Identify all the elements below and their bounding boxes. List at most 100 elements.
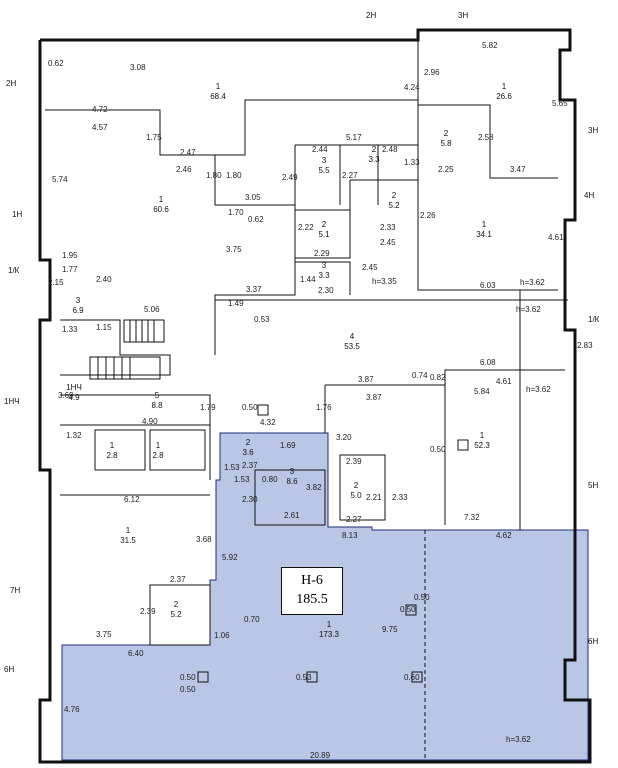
- dim-label: 4.90: [142, 417, 158, 426]
- axis-label: 5Н: [588, 481, 598, 490]
- room-number: 5: [155, 391, 160, 400]
- room-number: 1: [110, 441, 115, 450]
- dim-label: 4.72: [92, 105, 108, 114]
- room-area: 3.3: [318, 271, 330, 280]
- dim-label: 0.53: [296, 673, 312, 682]
- dim-label: 4.62: [496, 531, 512, 540]
- room-number: 2: [246, 438, 251, 447]
- dim-label: 0.50: [414, 593, 430, 602]
- room-number: 1: [480, 431, 485, 440]
- dim-label: 2.22: [298, 223, 314, 232]
- dim-label: 1.70: [228, 208, 244, 217]
- dim-label: 1.69: [280, 441, 296, 450]
- height-label: h=3.62: [506, 735, 531, 744]
- axis-label: 3Н: [588, 126, 598, 135]
- room-area: 60.6: [153, 205, 169, 214]
- dim-label: 3.75: [226, 245, 242, 254]
- dim-label: 2.27: [346, 515, 362, 524]
- interior-walls: [45, 40, 568, 760]
- room-area: 5.5: [318, 166, 330, 175]
- dim-label: 0.74: [412, 371, 428, 380]
- axis-labels: 2Н 3Н 2Н 3Н 4Н 1Н 1/К 1/К 1НЧ 5Н 7Н 6Н 6…: [4, 11, 600, 674]
- room-area: 53.5: [344, 342, 360, 351]
- dim-label: 3.87: [358, 375, 374, 384]
- room-area: 5.2: [388, 201, 400, 210]
- axis-label: 1НЧ: [4, 397, 20, 406]
- dim-label: 0.50: [180, 685, 196, 694]
- axis-label: 1/К: [588, 315, 600, 324]
- axis-label: 1Н: [12, 210, 22, 219]
- dim-label: 6.08: [480, 358, 496, 367]
- dim-label: 2.30: [318, 286, 334, 295]
- room-number: 2: [354, 481, 359, 490]
- dim-label: 1.32: [66, 431, 82, 440]
- height-labels: h=3.62 h=3.62 h=3.62 h=3.62 h=3.35: [372, 277, 551, 744]
- dim-label: 2.39: [346, 457, 362, 466]
- room-area: 8.8: [151, 401, 163, 410]
- dim-label: 3.75: [96, 630, 112, 639]
- room-area: 5.2: [170, 610, 182, 619]
- room-number: 1: [126, 526, 131, 535]
- dim-label: 2.45: [362, 263, 378, 272]
- room-number: 3: [290, 467, 295, 476]
- room-number: 2: [444, 129, 449, 138]
- dim-label: 4.76: [64, 705, 80, 714]
- room-area: 68.4: [210, 92, 226, 101]
- room-number: 3: [322, 156, 327, 165]
- dim-label: 1.77: [62, 265, 78, 274]
- room-number: 1: [216, 82, 221, 91]
- room-area: 6.9: [72, 306, 84, 315]
- dim-label: 6.40: [128, 649, 144, 658]
- dimension-labels: 0.62 3.08 4.72 4.57 1.75 2.47 2.46 1.80 …: [48, 41, 593, 760]
- dim-label: 1.80: [226, 171, 242, 180]
- dim-label: 5.92: [222, 553, 238, 562]
- dim-label: 1.53: [234, 475, 250, 484]
- dim-label: 2.25: [438, 165, 454, 174]
- dim-label: 2.39: [140, 607, 156, 616]
- dim-label: 1.15: [96, 323, 112, 332]
- dim-label: 9.75: [382, 625, 398, 634]
- dim-label: 0.60: [404, 673, 420, 682]
- dim-label: 1.06: [214, 631, 230, 640]
- dim-label: 3.37: [246, 285, 262, 294]
- dim-label: 1.33: [404, 158, 420, 167]
- dim-label: 1.76: [316, 403, 332, 412]
- dim-label: 6.03: [480, 281, 496, 290]
- dim-label: 5.65: [552, 99, 568, 108]
- axis-label: 3Н: [458, 11, 468, 20]
- room-area: 5.1: [318, 230, 330, 239]
- room-number: 1НЧ: [66, 383, 82, 392]
- dim-label: 2.15: [48, 278, 64, 287]
- room-area: 8.6: [286, 477, 298, 486]
- room-area: 2.8: [106, 451, 118, 460]
- room-area: 4.9: [68, 393, 80, 402]
- dim-label: 1.33: [62, 325, 78, 334]
- dim-label: 3.47: [510, 165, 526, 174]
- axis-label: 1/К: [8, 266, 20, 275]
- dim-label: 2.33: [380, 223, 396, 232]
- dim-label: 0.62: [248, 215, 264, 224]
- room-number: 1: [482, 220, 487, 229]
- dim-label: 3.20: [336, 433, 352, 442]
- dim-label: 4.24: [404, 83, 420, 92]
- dim-label: 2.26: [420, 211, 436, 220]
- axis-label: 2Н: [6, 79, 16, 88]
- room-number: 1: [156, 441, 161, 450]
- height-label: h=3.62: [520, 278, 545, 287]
- dim-label: 5.82: [482, 41, 498, 50]
- dim-label: 2.47: [180, 148, 196, 157]
- height-label: h=3.62: [516, 305, 541, 314]
- dim-label: 2.96: [424, 68, 440, 77]
- dim-label: 1.79: [200, 403, 216, 412]
- dim-label: 2.61: [284, 511, 300, 520]
- room-number: 3: [76, 296, 81, 305]
- dim-label: 1.49: [228, 299, 244, 308]
- room-area: 2.8: [152, 451, 164, 460]
- columns: [197, 404, 469, 683]
- dim-label: 1.95: [62, 251, 78, 260]
- dim-label: 4.57: [92, 123, 108, 132]
- dim-label: 3.05: [245, 193, 261, 202]
- dim-label: 0.82: [430, 373, 446, 382]
- dim-label: 4.61: [548, 233, 564, 242]
